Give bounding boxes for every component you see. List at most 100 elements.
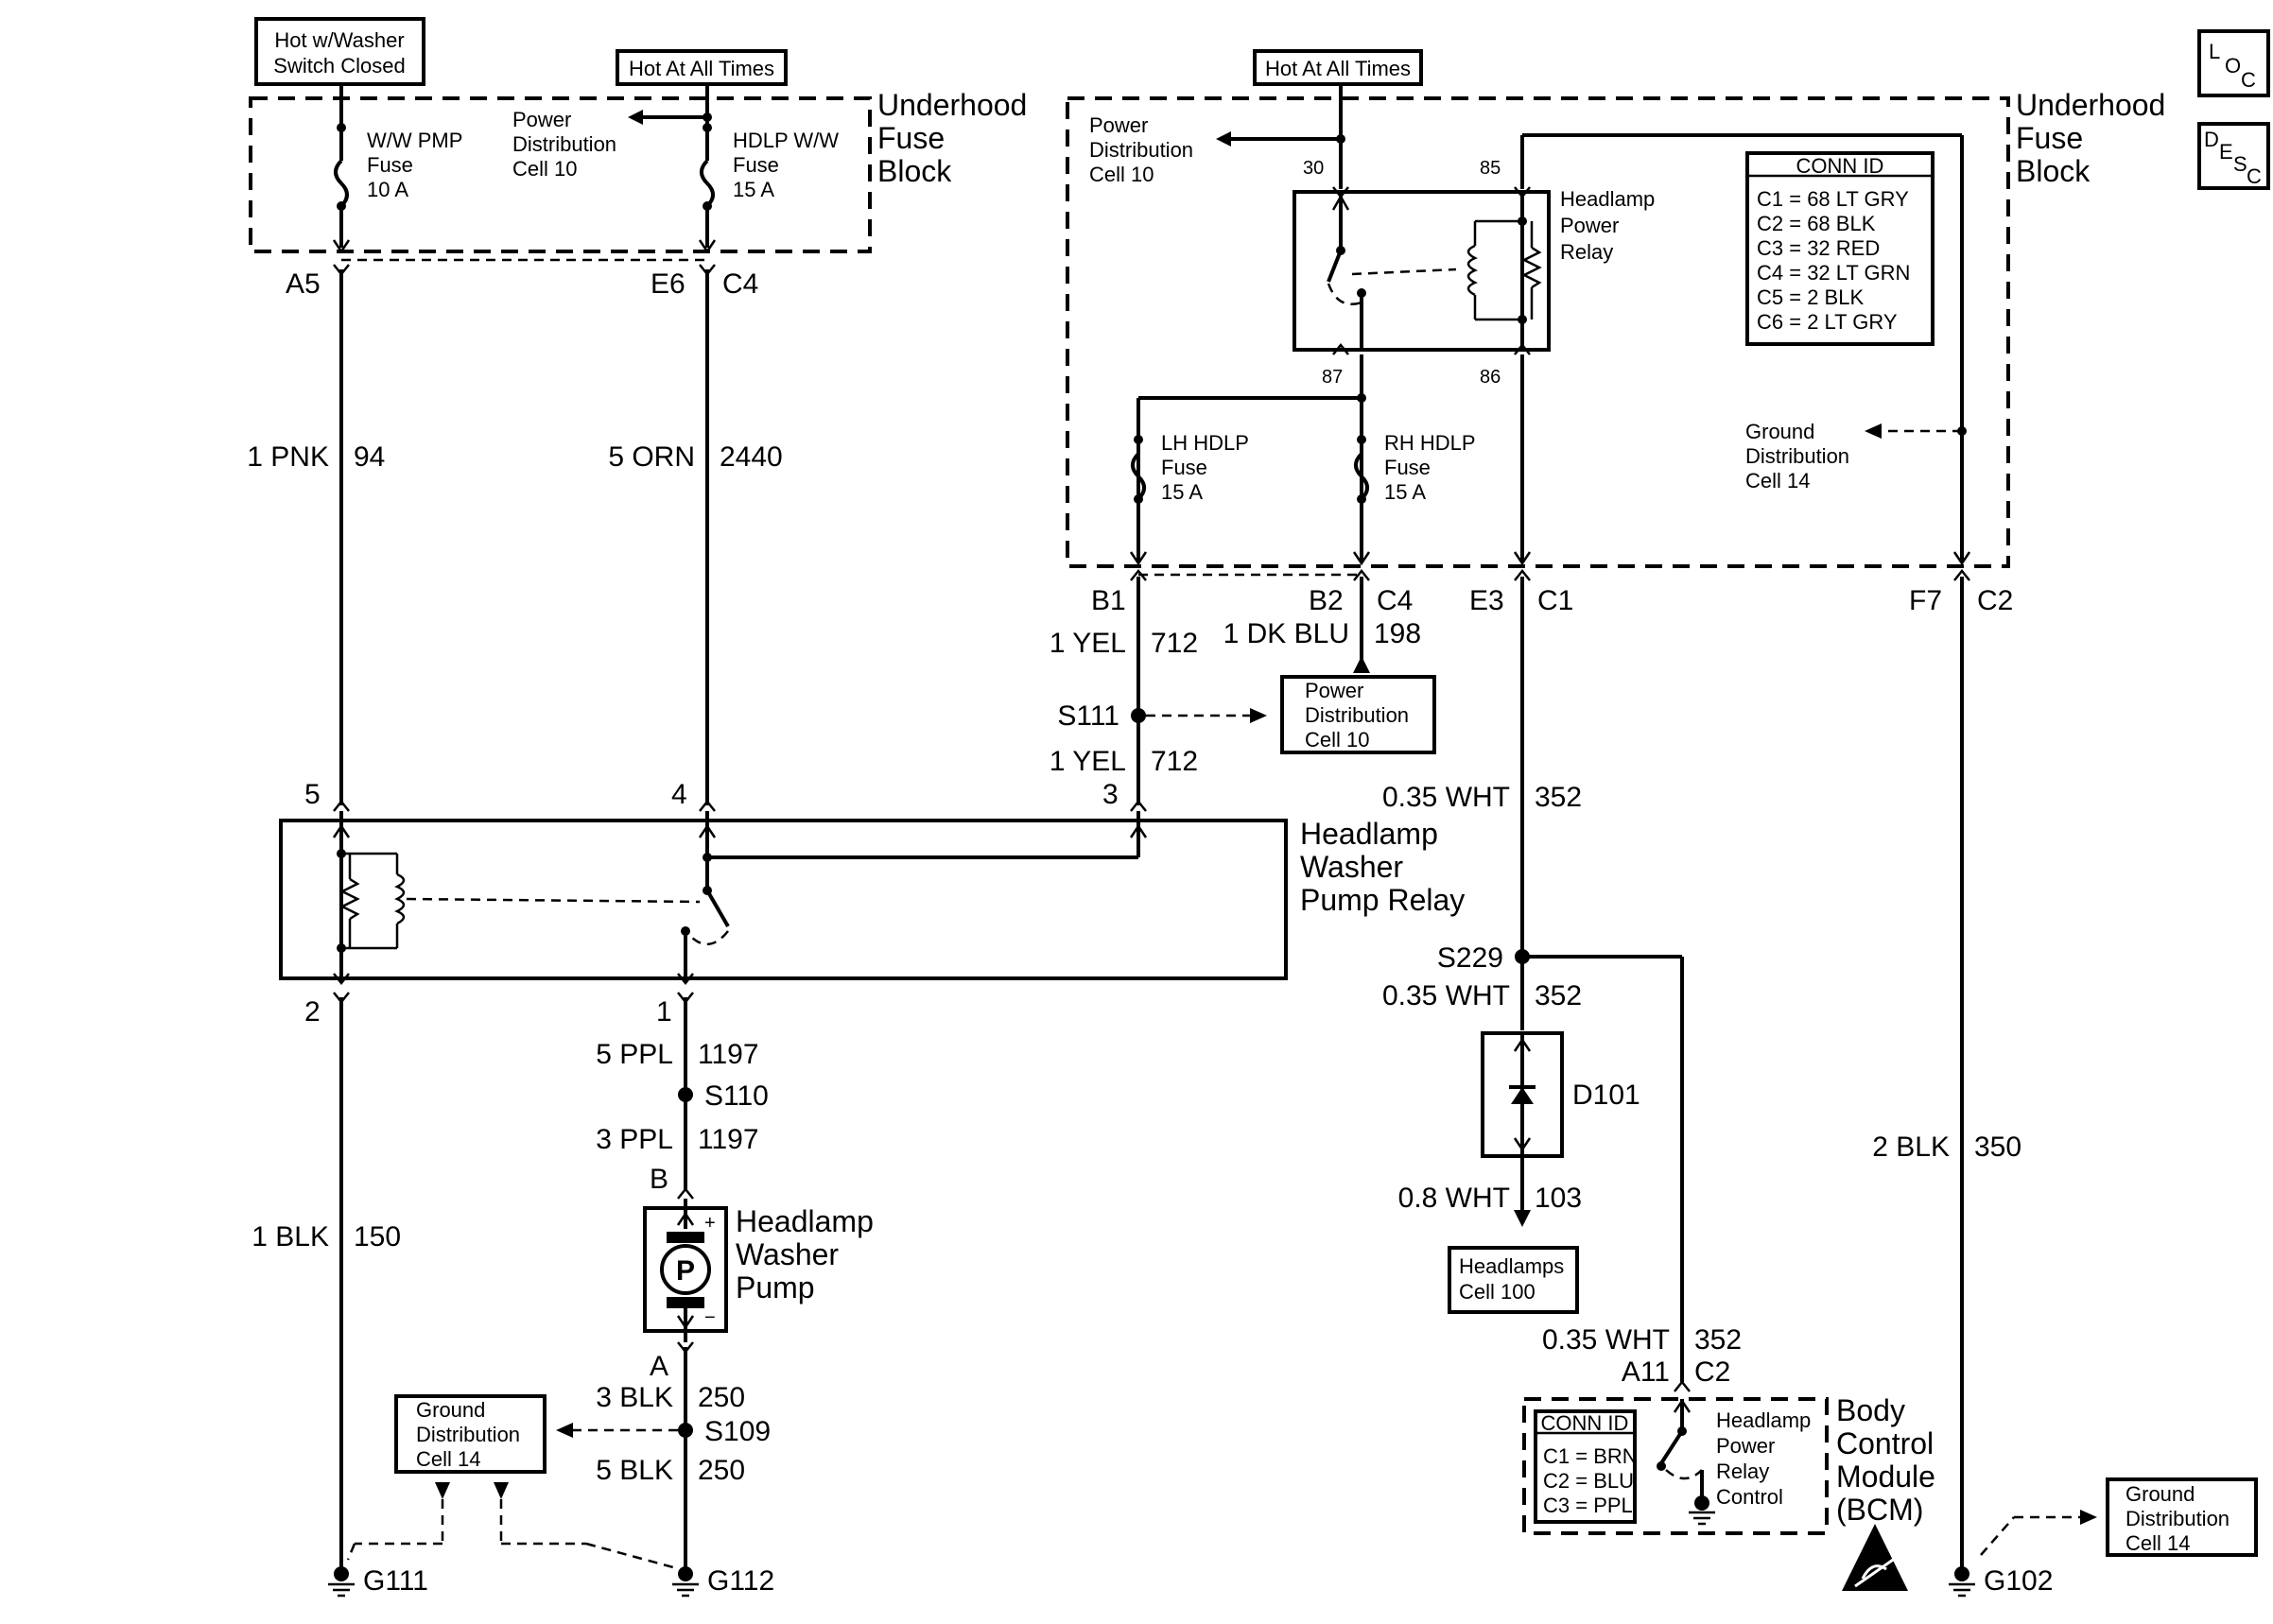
svg-text:4: 4 xyxy=(671,779,687,810)
svg-text:5 ORN: 5 ORN xyxy=(608,441,695,473)
svg-text:Underhood: Underhood xyxy=(2016,88,2165,122)
svg-text:C1 = 68 LT GRY: C1 = 68 LT GRY xyxy=(1757,187,1909,211)
underhood-fuse-block-right-outline xyxy=(1066,96,2010,568)
svg-text:C: C xyxy=(2247,164,2262,188)
desc-icon[interactable]: D E S C xyxy=(2197,122,2270,190)
svg-text:5 PPL: 5 PPL xyxy=(596,1039,673,1070)
svg-text:D: D xyxy=(2204,128,2219,151)
loc-icon[interactable]: L O C xyxy=(2197,29,2270,97)
svg-text:Ground: Ground xyxy=(416,1398,485,1422)
rh-hdlp-fuse: RH HDLP Fuse 15 A xyxy=(1352,431,1476,566)
hot-at-all-times-label-right: Hot At All Times xyxy=(1253,49,1423,86)
ground-g111: G111 xyxy=(328,1565,428,1598)
ground-distribution-cell14-ref-bottom-right: Ground Distribution Cell 14 xyxy=(1980,1477,2258,1557)
svg-text:352: 352 xyxy=(1535,980,1582,1011)
svg-text:3 BLK: 3 BLK xyxy=(596,1382,673,1413)
hot-washer-line2: Switch Closed xyxy=(273,54,405,78)
svg-text:Fuse: Fuse xyxy=(2016,121,2083,155)
relay-pins-top: 5 4 3 xyxy=(304,779,1147,812)
wire-712-label-bottom: 1 YEL 712 xyxy=(1050,746,1198,777)
headlamp-washer-pump-relay xyxy=(279,819,1288,980)
headlamp-power-relay-internals xyxy=(1327,192,1542,350)
headlamp-washer-pump-label: Headlamp Washer Pump xyxy=(736,1204,874,1304)
svg-text:CONN ID: CONN ID xyxy=(1796,154,1884,178)
svg-text:W/W PMP: W/W PMP xyxy=(367,129,462,152)
svg-text:Module: Module xyxy=(1836,1460,1935,1494)
splice-s111 xyxy=(1131,708,1146,723)
svg-text:D101: D101 xyxy=(1572,1080,1640,1111)
svg-text:S110: S110 xyxy=(704,1080,769,1112)
svg-text:L: L xyxy=(2209,40,2220,63)
svg-text:Power: Power xyxy=(512,108,571,131)
svg-text:Relay: Relay xyxy=(1716,1460,1769,1483)
svg-text:Relay: Relay xyxy=(1560,240,1613,264)
svg-text:Fuse: Fuse xyxy=(1161,456,1207,479)
svg-text:1 YEL: 1 YEL xyxy=(1050,746,1126,777)
svg-text:S229: S229 xyxy=(1437,942,1503,974)
svg-text:C4 = 32 LT GRN: C4 = 32 LT GRN xyxy=(1757,261,1910,285)
svg-text:2 BLK: 2 BLK xyxy=(1872,1132,1950,1163)
conn-id-fuse-block-table: CONN ID C1 = 68 LT GRY C2 = 68 BLK C3 = … xyxy=(1745,151,1935,346)
ground-g112: G112 xyxy=(672,1565,774,1598)
svg-text:Fuse: Fuse xyxy=(367,153,413,177)
svg-text:C2: C2 xyxy=(1977,585,2013,616)
svg-text:CONN ID: CONN ID xyxy=(1541,1411,1629,1435)
wire-150-label: 1 BLK 150 xyxy=(252,1221,401,1253)
ww-pmp-fuse: W/W PMP Fuse 10 A xyxy=(332,84,462,254)
svg-text:+: + xyxy=(704,1213,716,1234)
svg-text:Distribution: Distribution xyxy=(416,1423,520,1446)
svg-text:Fuse: Fuse xyxy=(877,121,945,155)
svg-text:5 BLK: 5 BLK xyxy=(596,1455,673,1486)
svg-text:1 BLK: 1 BLK xyxy=(252,1221,329,1253)
svg-text:E: E xyxy=(2219,140,2233,164)
svg-text:Hot At All Times: Hot At All Times xyxy=(1265,57,1411,80)
svg-text:(BCM): (BCM) xyxy=(1836,1493,1923,1527)
headlamp-washer-pump-motor: P + − xyxy=(643,1199,728,1342)
svg-text:Control: Control xyxy=(1836,1426,1934,1460)
svg-text:1 PNK: 1 PNK xyxy=(247,441,329,473)
svg-text:C2: C2 xyxy=(1694,1356,1730,1388)
esd-warning-icon xyxy=(1842,1524,1908,1591)
svg-text:Power: Power xyxy=(1560,214,1619,237)
svg-text:Headlamp: Headlamp xyxy=(736,1204,874,1238)
svg-text:C4: C4 xyxy=(1377,585,1413,616)
svg-text:5: 5 xyxy=(304,779,321,810)
svg-text:0.8 WHT: 0.8 WHT xyxy=(1398,1183,1510,1214)
svg-text:C2 = BLU: C2 = BLU xyxy=(1543,1469,1634,1493)
wire-198-label: 1 DK BLU 198 xyxy=(1223,618,1421,649)
svg-text:E3: E3 xyxy=(1469,585,1504,616)
svg-text:S111: S111 xyxy=(1057,700,1119,732)
svg-text:Control: Control xyxy=(1716,1485,1783,1509)
svg-text:Distribution: Distribution xyxy=(1305,703,1409,727)
wire-352-label-bottom: 0.35 WHT 352 xyxy=(1542,1324,1742,1356)
svg-text:86: 86 xyxy=(1480,367,1501,388)
svg-text:B: B xyxy=(650,1164,668,1195)
svg-text:85: 85 xyxy=(1480,158,1501,179)
svg-text:30: 30 xyxy=(1303,158,1324,179)
svg-text:1197: 1197 xyxy=(698,1039,759,1070)
ground-distribution-cell14-ref-top: Ground Distribution Cell 14 xyxy=(1745,420,1849,492)
hot-at-all-times-label-left: Hot At All Times xyxy=(616,49,788,86)
svg-text:15 A: 15 A xyxy=(733,178,774,201)
svg-text:94: 94 xyxy=(354,441,385,473)
svg-text:−: − xyxy=(704,1307,716,1328)
svg-text:1 DK BLU: 1 DK BLU xyxy=(1223,618,1349,649)
headlamp-power-relay-label: Headlamp Power Relay xyxy=(1560,187,1655,264)
svg-text:A5: A5 xyxy=(286,268,321,300)
svg-text:Pump Relay: Pump Relay xyxy=(1300,883,1465,917)
svg-text:Headlamp: Headlamp xyxy=(1716,1408,1811,1432)
wire-94-label: 1 PNK 94 xyxy=(247,441,385,473)
svg-text:3 PPL: 3 PPL xyxy=(596,1124,673,1155)
svg-text:S: S xyxy=(2233,152,2247,176)
svg-text:Cell 10: Cell 10 xyxy=(1305,728,1369,752)
svg-text:P: P xyxy=(676,1255,695,1287)
svg-text:350: 350 xyxy=(1974,1132,2021,1163)
svg-text:15 A: 15 A xyxy=(1161,480,1203,504)
underhood-fuse-block-right-label: Underhood Fuse Block xyxy=(2016,88,2165,188)
svg-text:Cell 14: Cell 14 xyxy=(2126,1531,2190,1555)
bcm-relay-control-switch xyxy=(1657,1398,1715,1526)
svg-text:C1 = BRN: C1 = BRN xyxy=(1543,1444,1638,1468)
svg-text:A: A xyxy=(650,1351,668,1382)
svg-text:Distribution: Distribution xyxy=(1089,138,1193,162)
svg-text:Power: Power xyxy=(1716,1434,1775,1458)
